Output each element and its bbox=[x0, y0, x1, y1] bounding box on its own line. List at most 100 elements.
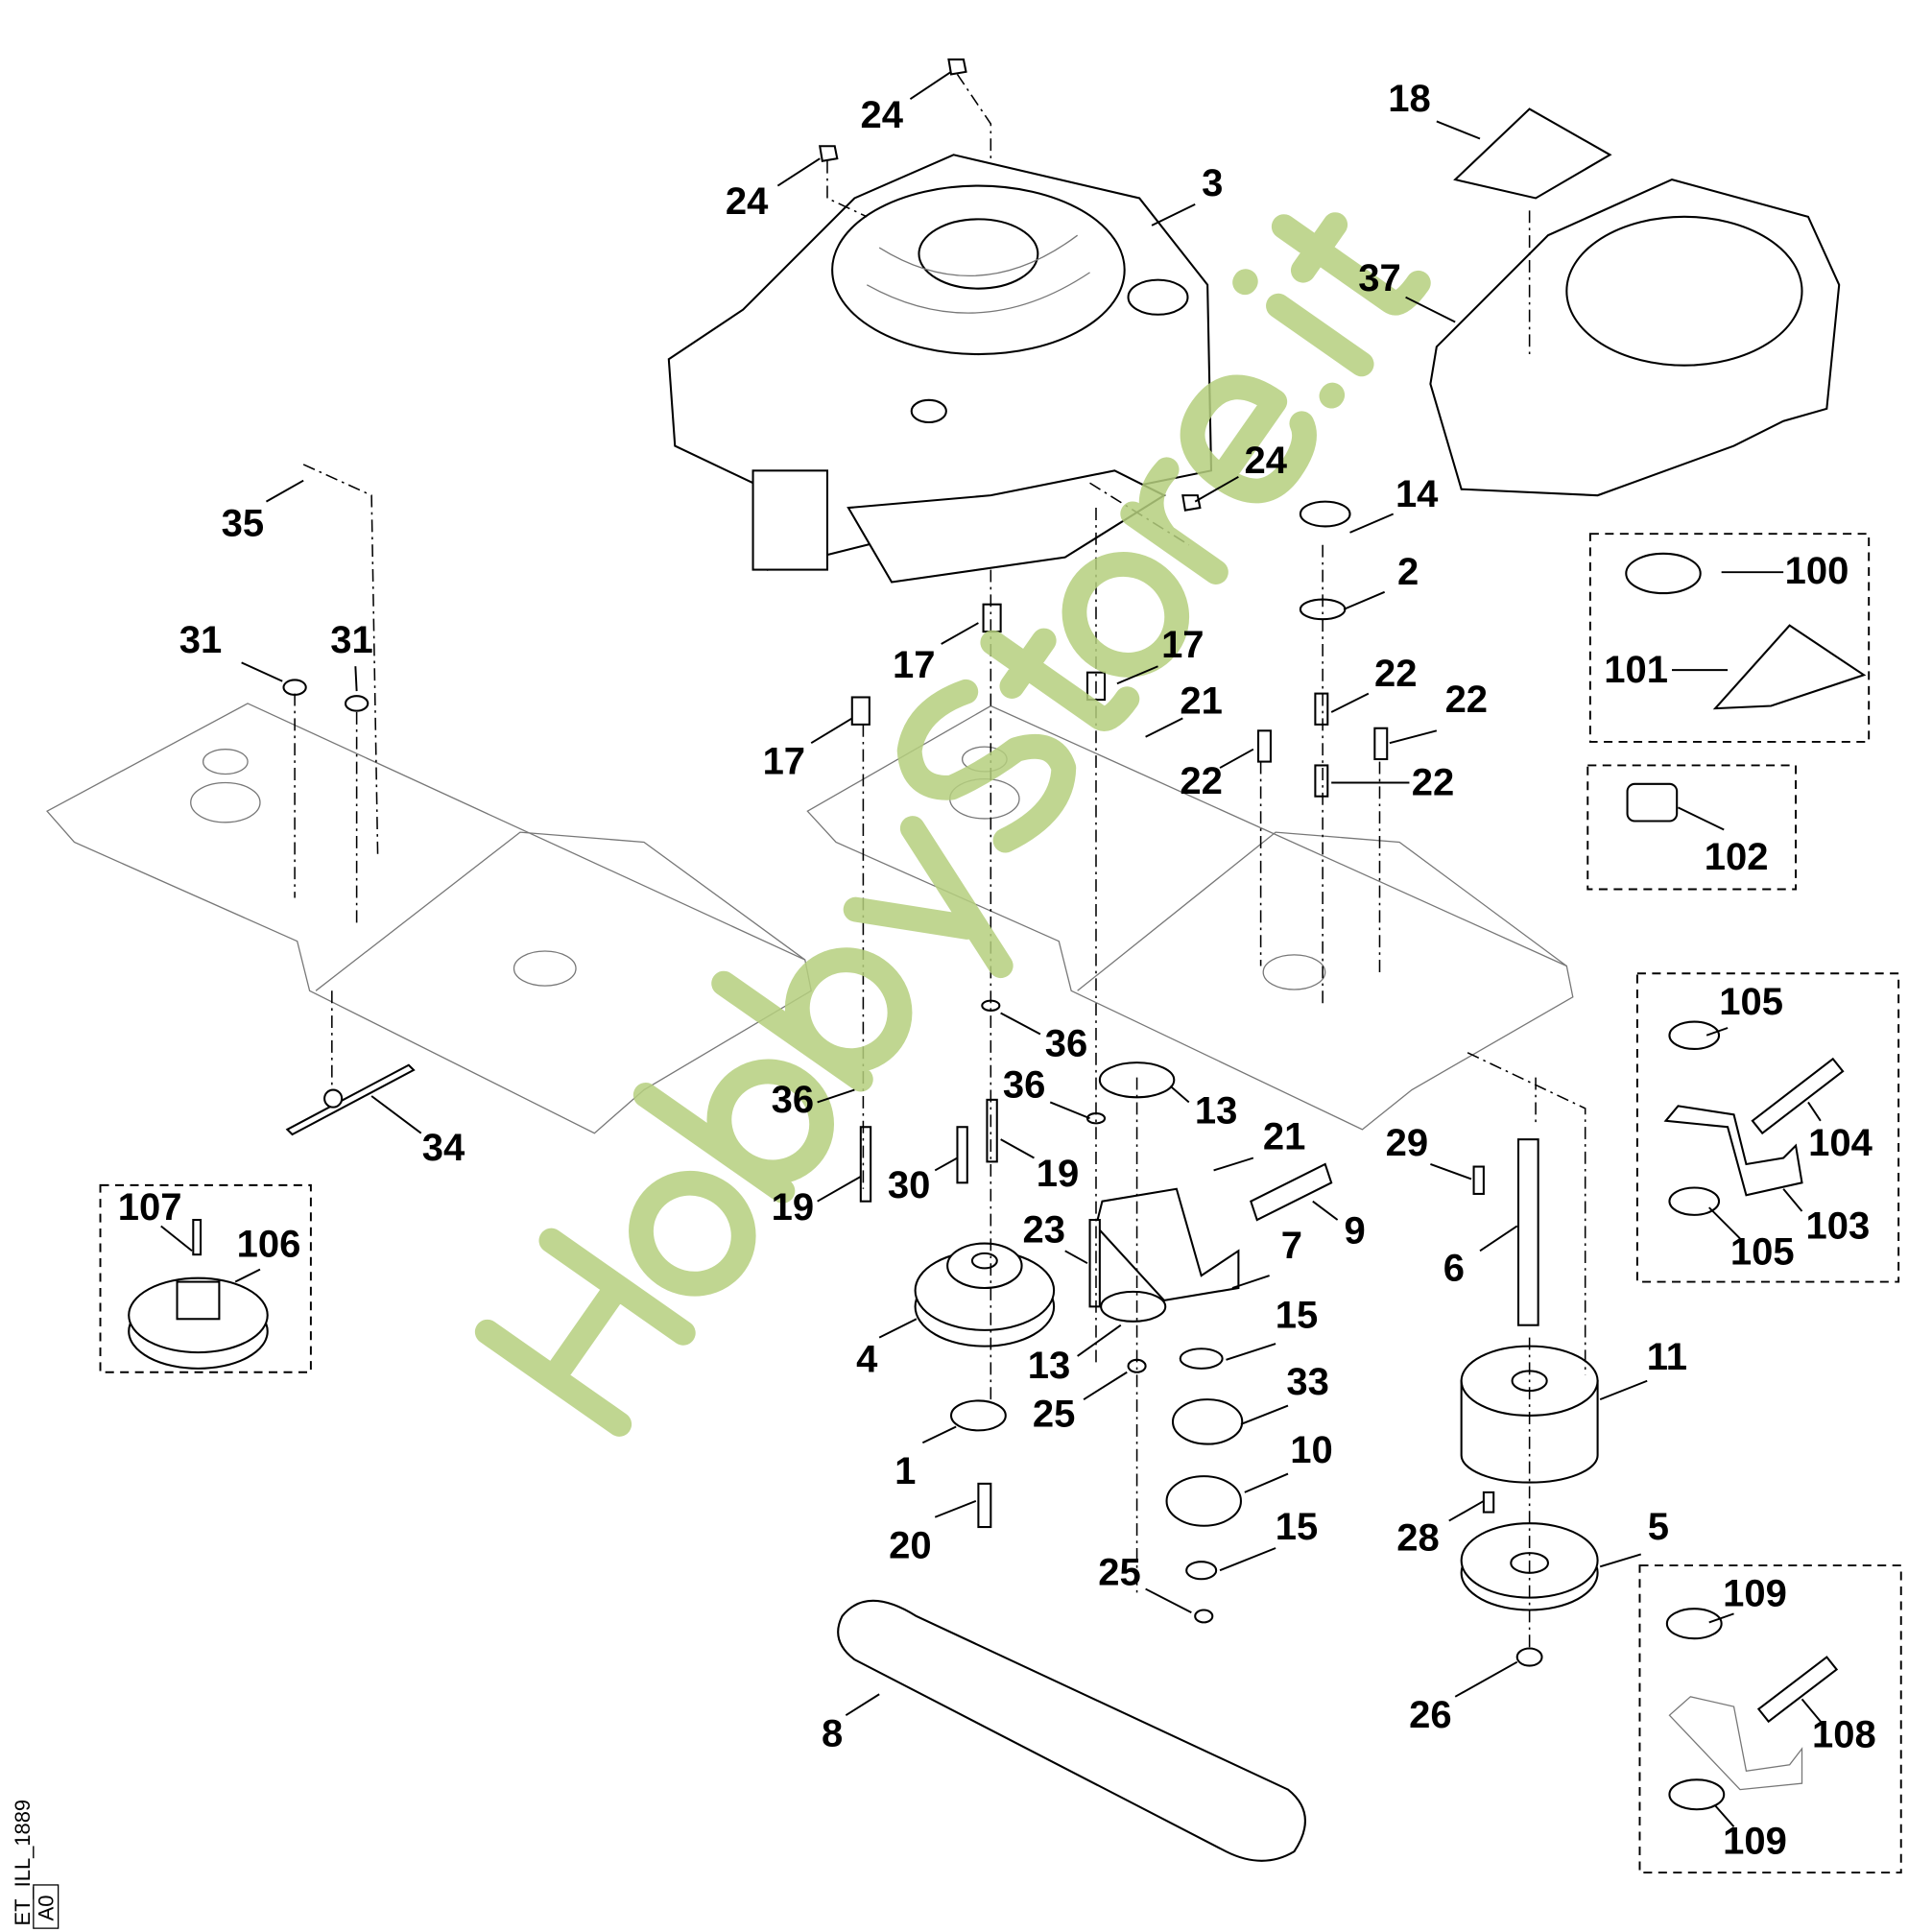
callout-28: 28 bbox=[1396, 1517, 1440, 1560]
callout-24: 24 bbox=[726, 180, 769, 223]
leader-line bbox=[1000, 1138, 1035, 1159]
callout-29: 29 bbox=[1386, 1122, 1429, 1164]
leader-line bbox=[1049, 1101, 1090, 1120]
leader-line bbox=[1145, 1587, 1192, 1613]
callout-8: 8 bbox=[822, 1712, 843, 1754]
leader-line bbox=[1219, 748, 1254, 769]
callout-17: 17 bbox=[893, 644, 936, 686]
kit-box-106-107 bbox=[99, 1183, 312, 1373]
leader-line bbox=[934, 1500, 977, 1518]
callout-105: 105 bbox=[1730, 1230, 1795, 1273]
leader-line bbox=[810, 717, 853, 745]
leader-line bbox=[909, 71, 952, 101]
kit-box-103-105 bbox=[1635, 972, 1900, 1283]
callout-18: 18 bbox=[1388, 78, 1431, 120]
callout-1: 1 bbox=[894, 1450, 916, 1492]
revision-text: A0 bbox=[34, 1896, 58, 1921]
callout-106: 106 bbox=[237, 1224, 301, 1266]
leader-line bbox=[1151, 203, 1196, 227]
callout-22: 22 bbox=[1445, 679, 1489, 721]
callout-100: 100 bbox=[1785, 550, 1849, 592]
drawing-code: ET_ILL_1889 bbox=[11, 1800, 35, 1926]
leader-line bbox=[1343, 590, 1386, 610]
leader-line bbox=[776, 157, 821, 187]
callout-103: 103 bbox=[1806, 1205, 1871, 1247]
callout-9: 9 bbox=[1345, 1210, 1366, 1252]
leader-line bbox=[1145, 717, 1183, 738]
callout-109: 109 bbox=[1723, 1821, 1787, 1863]
leader-line bbox=[370, 1095, 422, 1134]
leader-line bbox=[1240, 1404, 1289, 1425]
blower-housing bbox=[1429, 179, 1841, 497]
callout-23: 23 bbox=[1023, 1208, 1066, 1251]
callout-36: 36 bbox=[1003, 1063, 1046, 1106]
leader-line bbox=[921, 1425, 957, 1444]
callout-31: 31 bbox=[330, 619, 373, 661]
callout-4: 4 bbox=[856, 1339, 878, 1381]
leader-line bbox=[1714, 1804, 1735, 1827]
leader-line bbox=[941, 622, 979, 645]
leader-line bbox=[1705, 1027, 1729, 1037]
callout-102: 102 bbox=[1705, 836, 1769, 878]
callout-30: 30 bbox=[888, 1164, 931, 1206]
leader-line bbox=[1389, 729, 1438, 745]
callout-19: 19 bbox=[772, 1186, 815, 1228]
callout-21: 21 bbox=[1180, 680, 1223, 722]
leader-line bbox=[1782, 1188, 1803, 1212]
decal-18 bbox=[1453, 107, 1612, 200]
callout-35: 35 bbox=[222, 503, 265, 545]
callout-24: 24 bbox=[1245, 440, 1288, 482]
callout-11: 11 bbox=[1647, 1336, 1687, 1378]
callout-26: 26 bbox=[1409, 1694, 1452, 1736]
leader-line bbox=[1430, 1163, 1472, 1181]
leader-line bbox=[1330, 692, 1370, 713]
drawing-code-text: ET_ILL_1889 bbox=[11, 1800, 35, 1926]
leader-line bbox=[817, 1176, 862, 1203]
leader-line bbox=[817, 1088, 855, 1104]
leader-line bbox=[1213, 1157, 1254, 1172]
leader-line bbox=[1169, 1085, 1190, 1104]
callout-6: 6 bbox=[1443, 1247, 1465, 1289]
leader-line bbox=[1436, 120, 1481, 140]
small-parts bbox=[282, 58, 1543, 1667]
leader-line bbox=[1226, 1343, 1276, 1361]
leader-line bbox=[1801, 1698, 1822, 1723]
callout-105: 105 bbox=[1719, 981, 1783, 1023]
leader-line bbox=[1405, 296, 1456, 323]
leader-line bbox=[1219, 1547, 1276, 1572]
leader-line bbox=[1077, 1324, 1122, 1357]
callout-108: 108 bbox=[1812, 1714, 1876, 1756]
leader-line bbox=[1194, 475, 1239, 503]
callout-10: 10 bbox=[1290, 1429, 1333, 1471]
callout-3: 3 bbox=[1202, 162, 1223, 204]
callout-14: 14 bbox=[1395, 473, 1439, 515]
callout-104: 104 bbox=[1808, 1122, 1872, 1164]
leader-line bbox=[1064, 1250, 1088, 1265]
callout-7: 7 bbox=[1281, 1225, 1302, 1267]
callout-15: 15 bbox=[1276, 1506, 1319, 1548]
callout-33: 33 bbox=[1286, 1361, 1329, 1403]
callout-34: 34 bbox=[422, 1127, 465, 1169]
callout-2: 2 bbox=[1397, 551, 1419, 593]
callout-21: 21 bbox=[1263, 1115, 1305, 1157]
leader-line bbox=[1708, 1206, 1741, 1240]
leader-line bbox=[1116, 665, 1158, 685]
callout-19: 19 bbox=[1037, 1153, 1080, 1195]
callout-17: 17 bbox=[1161, 624, 1205, 666]
callout-20: 20 bbox=[889, 1524, 932, 1566]
belt-8 bbox=[837, 1599, 1306, 1862]
leader-line bbox=[934, 1157, 958, 1172]
engine bbox=[667, 154, 1213, 584]
leader-line bbox=[160, 1225, 193, 1252]
pulley-106 bbox=[128, 1218, 269, 1370]
callout-31: 31 bbox=[179, 619, 223, 661]
pulley-4 bbox=[914, 1242, 1056, 1348]
callout-5: 5 bbox=[1648, 1506, 1669, 1548]
leader-line bbox=[1312, 1200, 1339, 1221]
kit-box-102 bbox=[1586, 764, 1798, 891]
leader-line bbox=[241, 661, 283, 682]
kit-box-108-109 bbox=[1638, 1564, 1902, 1874]
leader-line bbox=[265, 479, 304, 503]
callout-15: 15 bbox=[1276, 1294, 1319, 1336]
